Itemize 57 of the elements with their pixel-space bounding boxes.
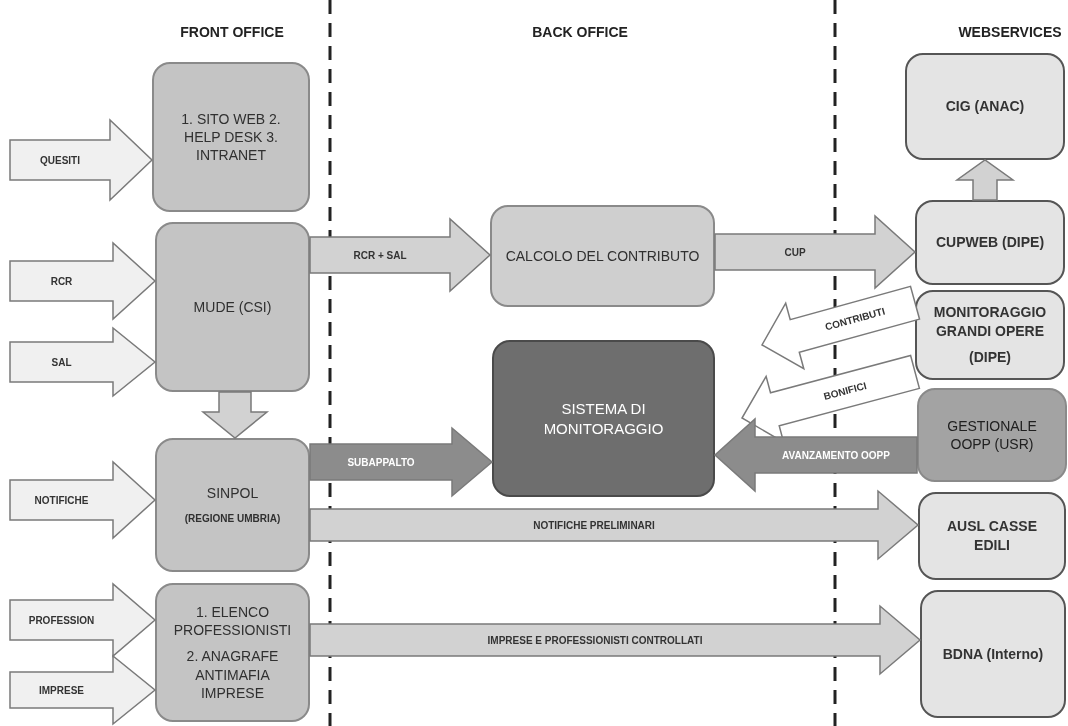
system-box [915,290,1065,380]
column-heading: FRONT OFFICE [180,23,284,42]
box-text: (DIPE) [969,348,1011,368]
system-box [905,53,1065,160]
system-box [492,340,715,497]
block-arrow [309,489,920,561]
block-arrow [200,391,270,439]
box-text: BDNA (Interno) [942,644,1044,664]
system-box [152,62,310,212]
column-heading: WEBSERVICES [958,23,1062,42]
box-text: CALCOLO DEL CONTRIBUTO [505,246,700,266]
system-box [918,492,1066,580]
edge-label: NOTIFICHE PRELIMINARI [533,518,655,533]
box-text: 1. SITO WEB 2. HELP DESK 3. INTRANET [180,109,282,165]
box-text: SISTEMA DI MONITORAGGIO [542,399,665,438]
block-arrow [309,217,492,293]
column-heading: BACK OFFICE [532,23,628,42]
block-arrow [713,417,918,493]
box-text: CIG (ANAC) [945,97,1025,116]
block-arrow [9,118,154,202]
edge-label: NOTIFICHE [34,493,89,508]
block-arrow [9,654,157,726]
system-box [920,590,1066,718]
block-arrow [9,326,157,398]
block-arrow [714,214,917,290]
box-text: 1. ELENCO PROFESSIONISTI [172,603,293,640]
block-arrow [760,285,921,371]
box-text: MUDE (CSI) [193,297,272,317]
edge-label: PROFESSION [28,613,95,628]
edge-label: QUESITI [40,153,80,168]
system-box [917,388,1067,482]
box-text: MONITORAGGIO GRANDI OPERE [932,302,1048,341]
block-arrow [9,582,157,658]
edge-label: IMPRESE E PROFESSIONISTI CONTROLLATI [487,633,703,648]
block-arrow [309,426,494,498]
box-text: CUPWEB (DIPE) [935,233,1045,252]
system-box [155,583,310,722]
system-box [155,438,310,572]
edge-label: SAL [51,355,72,370]
edge-label: SUBAPPALTO [347,455,415,470]
box-text: (REGIONE UMBRIA) [184,511,281,526]
block-arrow [954,159,1016,201]
system-box [155,222,310,392]
edge-label: RCR [50,274,73,289]
system-box [915,200,1065,285]
edge-label: RCR + SAL [353,248,407,263]
edge-label: CUP [784,245,806,260]
box-text: SINPOL [206,484,259,503]
box-text: 2. ANAGRAFE ANTIMAFIA IMPRESE [185,647,280,702]
box-text: GESTIONALE OOPP (USR) [946,416,1038,454]
block-arrow [309,604,922,676]
edge-label: IMPRESE [39,683,84,698]
edge-label: AVANZAMENTO OOPP [782,448,890,463]
system-box [490,205,715,307]
block-arrow [9,460,157,540]
box-text: AUSL CASSE EDILI [946,517,1038,555]
block-arrow [9,241,157,321]
